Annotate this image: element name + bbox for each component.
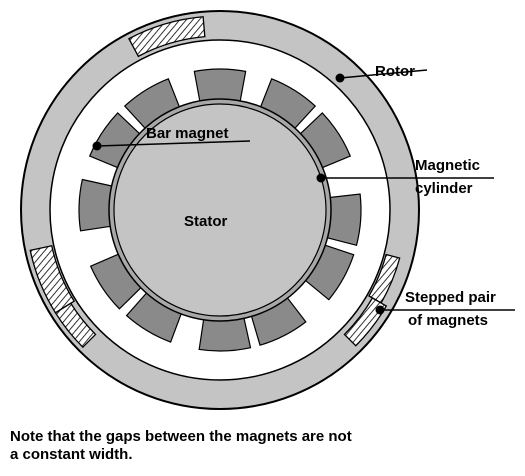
stepped-magnet	[29, 244, 76, 314]
bar-magnet-label: Bar magnet	[146, 125, 229, 142]
rotor-leader	[339, 69, 428, 79]
stepped-magnet-pairs	[29, 16, 401, 349]
stepped-pair-label-line1: Stepped pair	[405, 289, 496, 306]
note-line-2: a constant width.	[10, 446, 133, 463]
note-text: Note that the gaps between the magnets a…	[10, 428, 480, 464]
rotor-label: Rotor	[375, 63, 415, 80]
stepped-pair-leader-dot	[375, 305, 385, 315]
note-line-1: Note that the gaps between the magnets a…	[10, 428, 352, 445]
stepped-magnet	[128, 16, 206, 58]
stator	[113, 103, 327, 317]
magnetic-cylinder-label-line1: Magnetic	[415, 157, 480, 174]
stator-label: Stator	[184, 213, 228, 230]
bar-magnet-leader	[96, 140, 251, 147]
bar-magnet-leader-dot	[92, 141, 102, 151]
stepped-pair-label-line2: of magnets	[408, 312, 488, 329]
stepped-magnet	[54, 302, 97, 349]
rotor-leader-dot	[335, 73, 345, 83]
magnetic-cylinder-label-line2: cylinder	[415, 180, 473, 197]
magnetic-cylinder-leader-dot	[316, 173, 326, 183]
